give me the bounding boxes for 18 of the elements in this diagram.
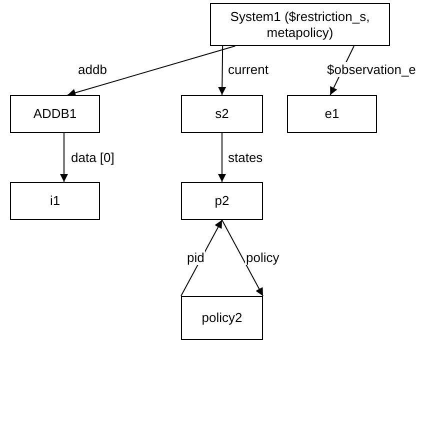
arrow xyxy=(218,132,226,182)
process-box: i1 xyxy=(10,182,100,220)
process-box: ADDB1 xyxy=(10,95,100,133)
edge-label: pid xyxy=(186,250,206,265)
edge-label: $observation_e xyxy=(326,62,417,77)
process-box: s2 xyxy=(181,95,263,133)
edge-label: policy xyxy=(245,250,280,265)
arrow xyxy=(67,46,236,97)
arrow xyxy=(222,220,264,296)
title-box: System1 ($restriction_s, metapolicy) xyxy=(210,3,390,46)
process-box: e1 xyxy=(287,95,377,133)
edge-label: data [0] xyxy=(70,150,116,165)
edge-label: addb xyxy=(77,62,108,77)
arrow xyxy=(218,46,226,96)
process-box: policy2 xyxy=(181,296,263,340)
arrow xyxy=(60,132,68,182)
arrow xyxy=(180,220,222,296)
process-box: p2 xyxy=(181,182,263,220)
